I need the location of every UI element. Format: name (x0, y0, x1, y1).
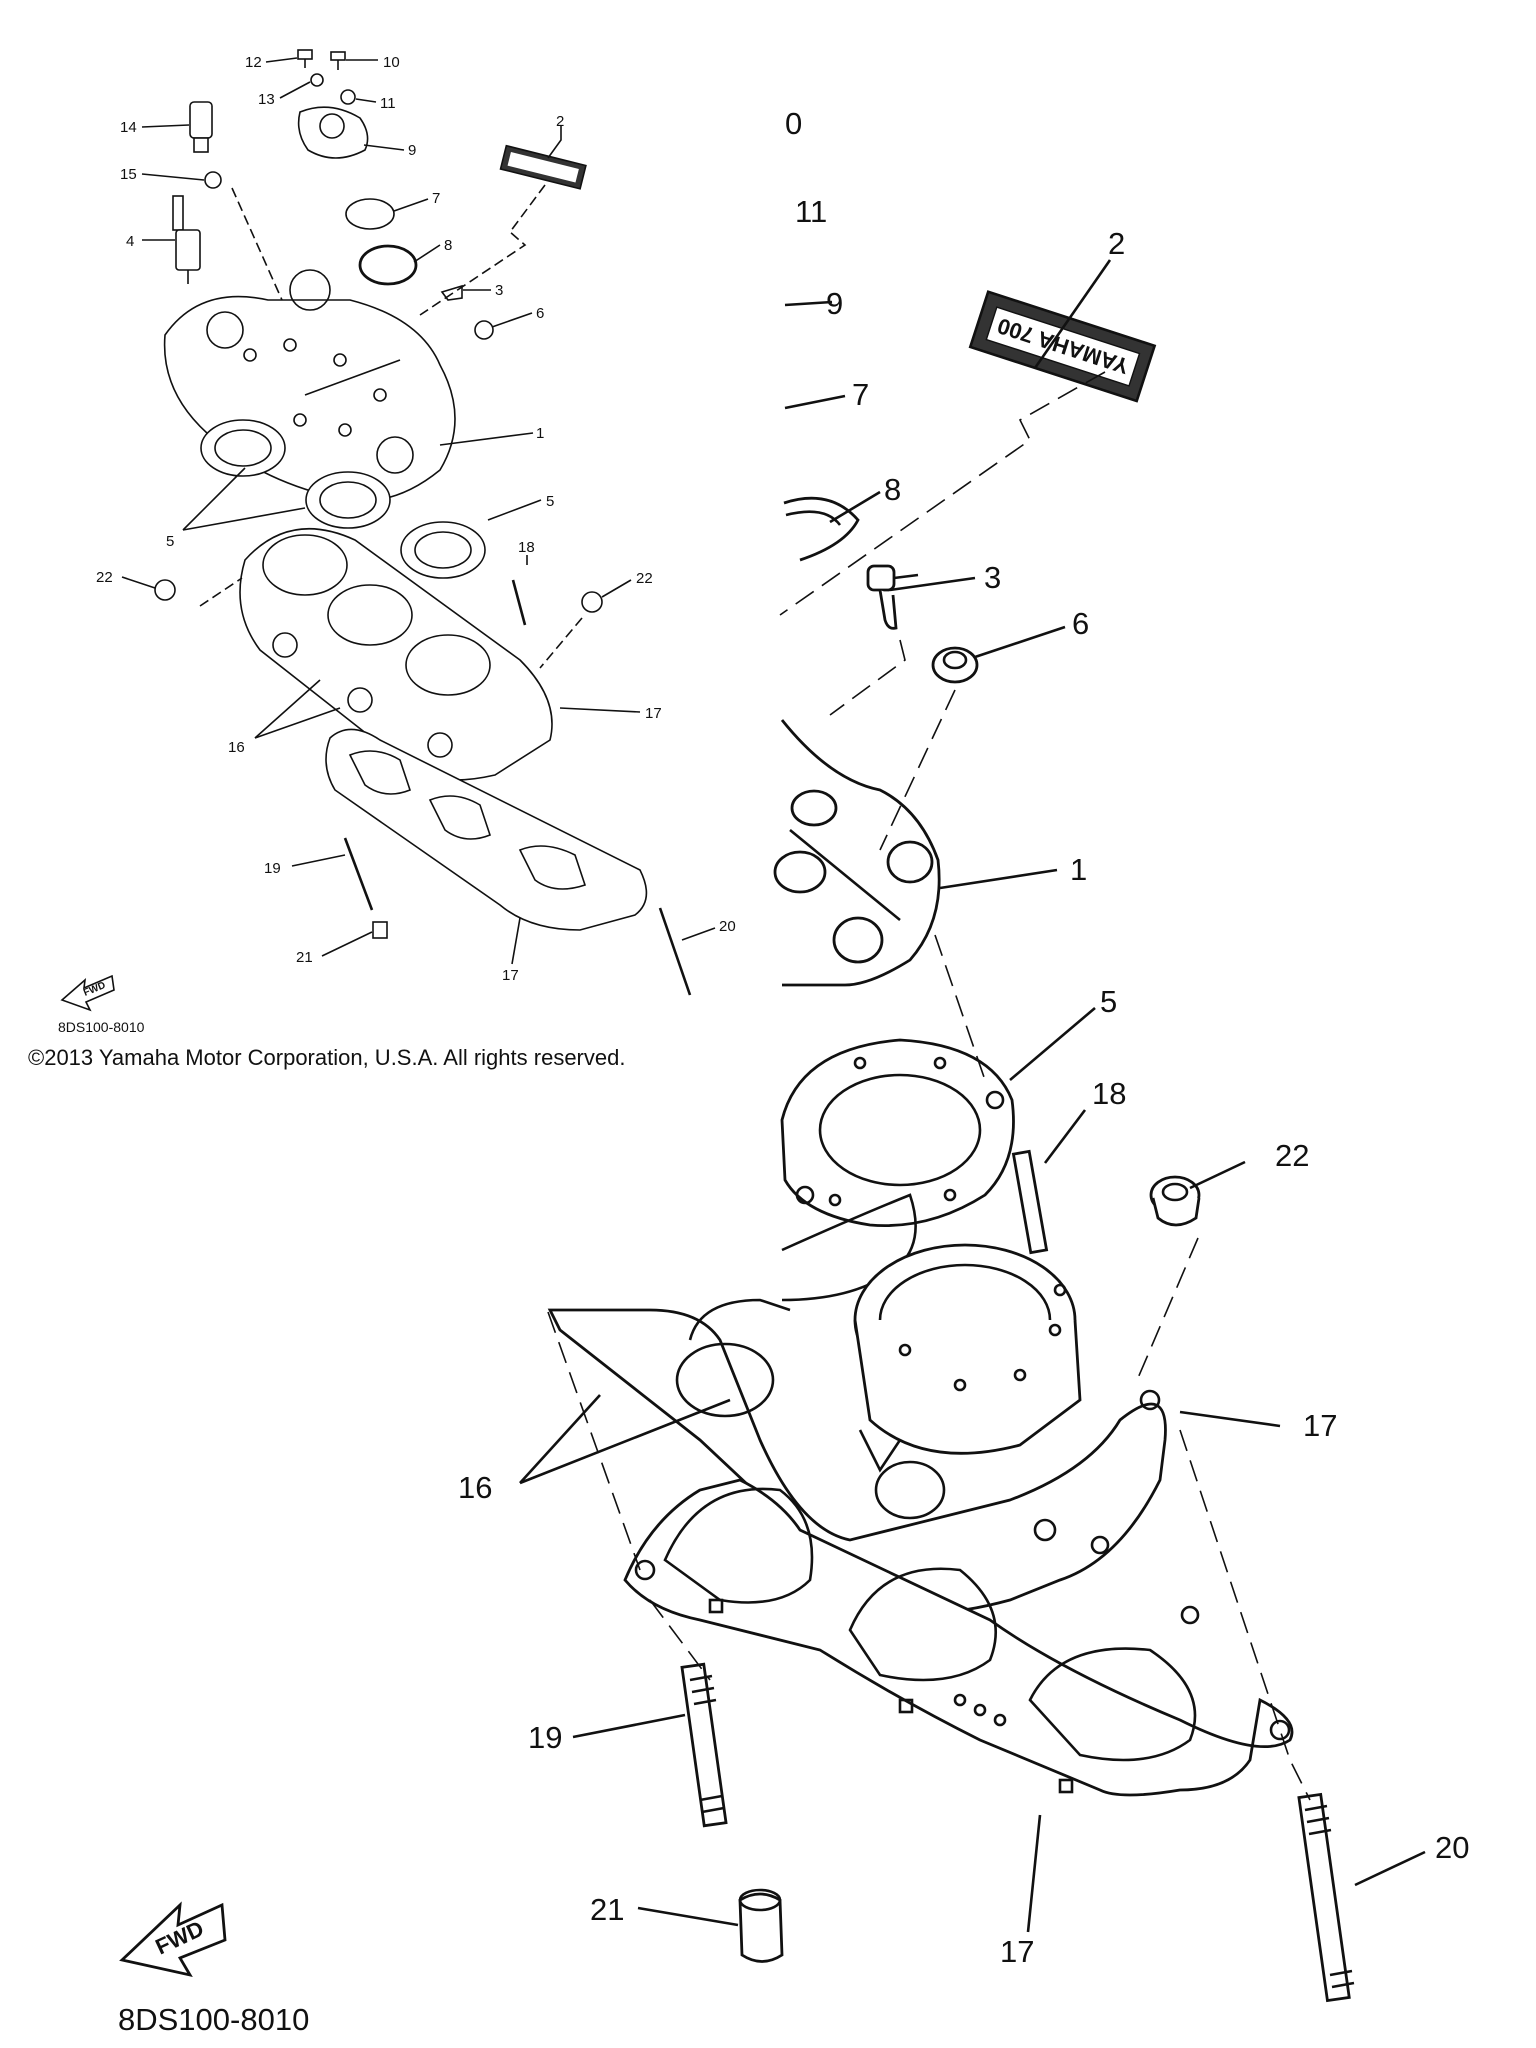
nut-22-part (1149, 1175, 1201, 1227)
callout-21-big: 21 (590, 1892, 624, 1927)
callout-2-small: 2 (556, 113, 564, 130)
callout-18-big: 18 (1092, 1076, 1126, 1111)
callout-7-big: 7 (852, 377, 869, 412)
head-gasket-5-small-a (200, 419, 286, 477)
part-code-big: 8DS100-8010 (118, 2002, 309, 2037)
stud-19-part (680, 1662, 728, 1828)
head-gasket-5-part (780, 1038, 1015, 1227)
overview-diagram: FWD (60, 49, 716, 1012)
callout-19-small: 19 (264, 860, 281, 877)
small-callout-labels: 12 10 13 11 14 9 2 15 7 4 8 3 6 1 5 5 22… (96, 54, 736, 984)
callout-17-big-right: 17 (1303, 1408, 1337, 1443)
callout-17-small-right: 17 (645, 705, 662, 722)
nut-22-small-a (154, 579, 176, 601)
callout-20-big: 20 (1435, 1830, 1469, 1865)
stud-18-part (1011, 1149, 1049, 1255)
callout-5-small-left: 5 (166, 533, 174, 550)
callout-18-small: 18 (518, 539, 535, 556)
head-gasket-5-small-c (400, 521, 486, 579)
callout-11-small: 11 (380, 95, 396, 112)
callout-6-big: 6 (1072, 606, 1089, 641)
callout-22-small-right: 22 (636, 570, 653, 587)
callout-3-small: 3 (495, 282, 503, 299)
nut-6-part (474, 320, 494, 340)
nut-22-small-b (581, 591, 603, 613)
callout-5-small-right: 5 (546, 493, 554, 510)
callout-12-small: 12 (245, 54, 262, 71)
head-gasket-5-small-b (305, 471, 391, 529)
callout-6-small: 6 (536, 305, 544, 322)
callout-13-small: 13 (258, 91, 275, 108)
callout-19-big: 19 (528, 1720, 562, 1755)
seal-8-part (358, 244, 418, 286)
callout-3-big: 3 (984, 560, 1001, 595)
bolt-12-part (297, 49, 313, 68)
callout-11-big: 11 (795, 194, 827, 229)
washer-13-part (310, 73, 324, 87)
big-callout-labels: 0 11 9 2 7 8 3 6 1 5 18 22 17 16 19 20 2… (458, 106, 1469, 1969)
enlarged-diagram: YAMAHA 700 (119, 259, 1426, 2003)
dowel-21-part (738, 1888, 784, 1963)
callout-16-big: 16 (458, 1470, 492, 1505)
callout-2-big: 2 (1108, 226, 1125, 261)
nut-11-part (340, 89, 356, 105)
stud-19-small (343, 837, 374, 911)
callout-21-small: 21 (296, 949, 313, 966)
fitting-3-part (866, 564, 919, 630)
callout-14-small: 14 (120, 119, 137, 136)
callout-7-small: 7 (432, 190, 440, 207)
decal-2-small-part (499, 144, 587, 190)
callout-17-big-bottom: 17 (1000, 1934, 1034, 1969)
callout-0-big: 0 (785, 106, 802, 141)
callout-1-big: 1 (1070, 852, 1087, 887)
plug-4-part (172, 195, 201, 284)
callout-8-small: 8 (444, 237, 452, 254)
cover-9-part (297, 106, 369, 159)
cylinder-head-1-small-part (163, 295, 456, 502)
callout-1-small: 1 (536, 425, 544, 442)
callout-16-small: 16 (228, 739, 245, 756)
stud-20-small (658, 907, 692, 996)
nut-6-part (931, 646, 979, 684)
switch-14-part (189, 101, 213, 153)
base-gasket-17-part (623, 1478, 1294, 1797)
oring-7-part (345, 198, 395, 230)
decal-2-part: YAMAHA 700 (968, 290, 1157, 403)
callout-17-small-bottom: 17 (502, 967, 519, 984)
cylinder-block-16-small (239, 528, 553, 781)
seal-8-part (783, 496, 860, 562)
callout-4-small: 4 (126, 233, 134, 250)
copyright-text: ©2013 Yamaha Motor Corporation, U.S.A. A… (28, 1045, 625, 1070)
washer-15-part (204, 171, 222, 189)
callout-9-small: 9 (408, 142, 416, 159)
callout-22-small-left: 22 (96, 569, 113, 586)
callout-5-big: 5 (1100, 984, 1117, 1019)
part-code-small: 8DS100-8010 (58, 1019, 145, 1035)
callout-9-big: 9 (826, 286, 843, 321)
callout-20-small: 20 (719, 918, 736, 935)
fwd-arrow-big-icon: FWD (119, 1901, 227, 1978)
callout-10-small: 10 (383, 54, 400, 71)
callout-8-big: 8 (884, 472, 901, 507)
callout-22-big: 22 (1275, 1138, 1309, 1173)
callout-15-small: 15 (120, 166, 137, 183)
stud-20-part (1297, 1792, 1355, 2003)
cylinder-block-16-part (547, 1243, 1167, 1615)
fwd-arrow-small-icon: FWD (60, 974, 115, 1012)
dowel-21-small (372, 921, 388, 939)
stud-18-small (511, 579, 527, 626)
bolt-10-part (330, 51, 346, 70)
